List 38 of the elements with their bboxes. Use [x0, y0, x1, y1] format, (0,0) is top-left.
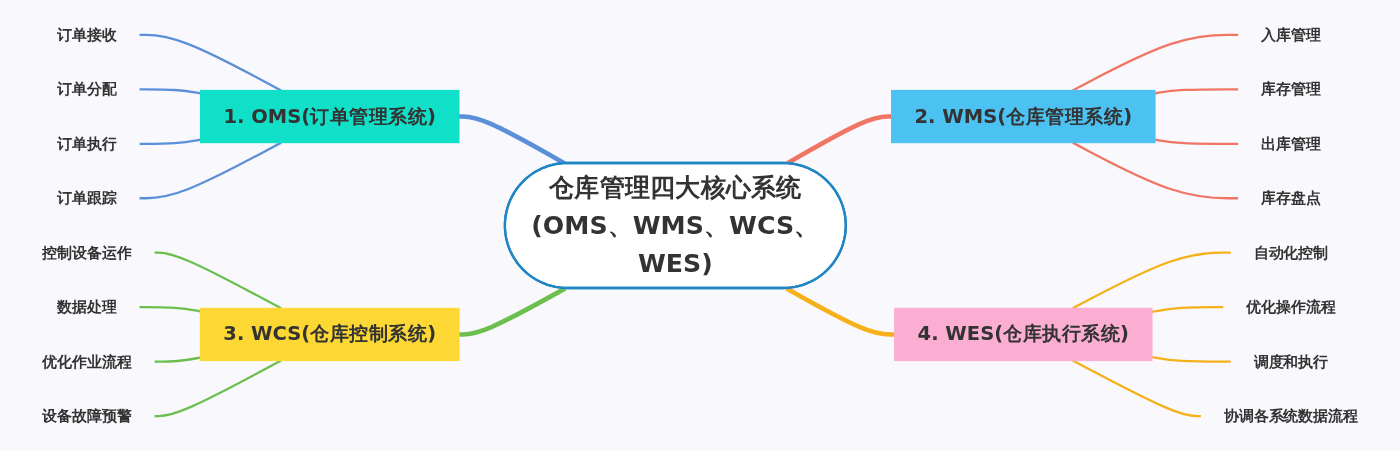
- connector: [1154, 138, 1239, 145]
- connector: [1072, 141, 1239, 200]
- node-text: 库存盘点: [1261, 189, 1321, 207]
- node-box: 4. WES(仓库执行系统): [894, 307, 1153, 362]
- connector: [785, 286, 895, 337]
- node-text: 订单分配: [56, 80, 117, 98]
- connector: [139, 306, 201, 313]
- node-text: 订单跟踪: [56, 189, 117, 207]
- node-text: 出库管理: [1261, 134, 1321, 153]
- connector: [1072, 251, 1231, 310]
- connector: [154, 359, 282, 418]
- connector: [459, 286, 567, 337]
- connector: [154, 251, 282, 310]
- node-text: 优化作业流程: [42, 352, 132, 370]
- connector: [139, 33, 282, 92]
- node-text: 设备故障预警: [42, 407, 132, 425]
- node-text: 库存管理: [1261, 80, 1321, 98]
- node-text: 订单执行: [56, 134, 117, 153]
- node-text: 协调各系统数据流程: [1223, 407, 1358, 425]
- node-text: 数据处理: [56, 298, 117, 316]
- node-text: 控制设备运作: [42, 243, 132, 262]
- connector: [1154, 88, 1239, 95]
- connector: [139, 141, 282, 200]
- connector: [1072, 359, 1201, 418]
- node-text: 入库管理: [1261, 25, 1321, 44]
- connector: [139, 88, 201, 95]
- node-text: 自动化控制: [1253, 243, 1329, 262]
- node-box: 1. OMS(订单管理系统): [199, 89, 460, 144]
- connector: [1151, 306, 1224, 313]
- node-text: 订单接收: [56, 25, 117, 44]
- connector: [139, 138, 201, 145]
- node-box: 2. WMS(仓库管理系统): [890, 89, 1156, 144]
- node-text: 调度和执行: [1253, 352, 1329, 370]
- connector: [154, 356, 201, 363]
- connector: [1072, 33, 1239, 92]
- connector: [1151, 356, 1231, 363]
- node-text: 优化操作流程: [1246, 298, 1336, 316]
- node-box: 3. WCS(仓库控制系统): [199, 307, 460, 362]
